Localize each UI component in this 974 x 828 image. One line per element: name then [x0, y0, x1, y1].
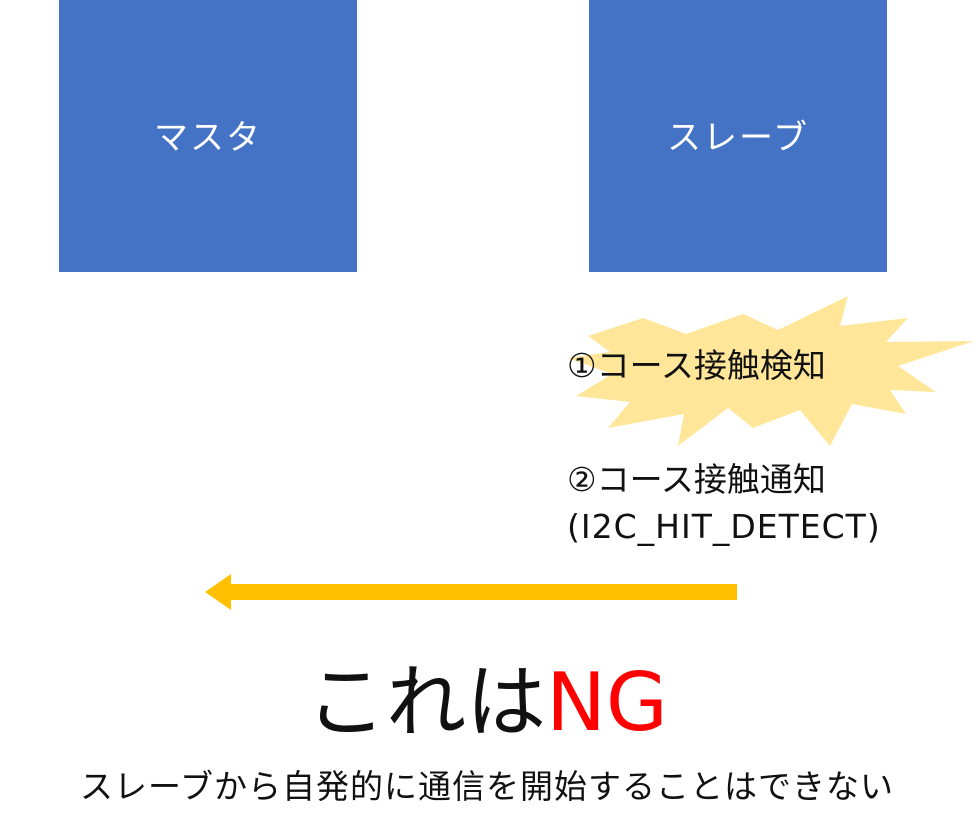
notification-arrow	[205, 574, 737, 610]
master-node: マスタ	[59, 0, 357, 272]
verdict-prefix: これは	[306, 656, 547, 749]
step2-command-label: (I2C_HIT_DETECT)	[567, 507, 881, 546]
slave-label: スレーブ	[667, 117, 809, 158]
step1-label: ①コース接触検知	[567, 346, 826, 385]
slave-node: スレーブ	[589, 0, 887, 272]
step2-label: ②コース接触通知	[567, 460, 826, 499]
master-label: マスタ	[154, 117, 262, 158]
explanation-text: スレーブから自発的に通信を開始することはできない	[79, 767, 895, 806]
contact-burst-shape	[568, 296, 974, 446]
verdict-heading: これはNG	[0, 663, 974, 743]
verdict-ng: NG	[546, 656, 668, 749]
